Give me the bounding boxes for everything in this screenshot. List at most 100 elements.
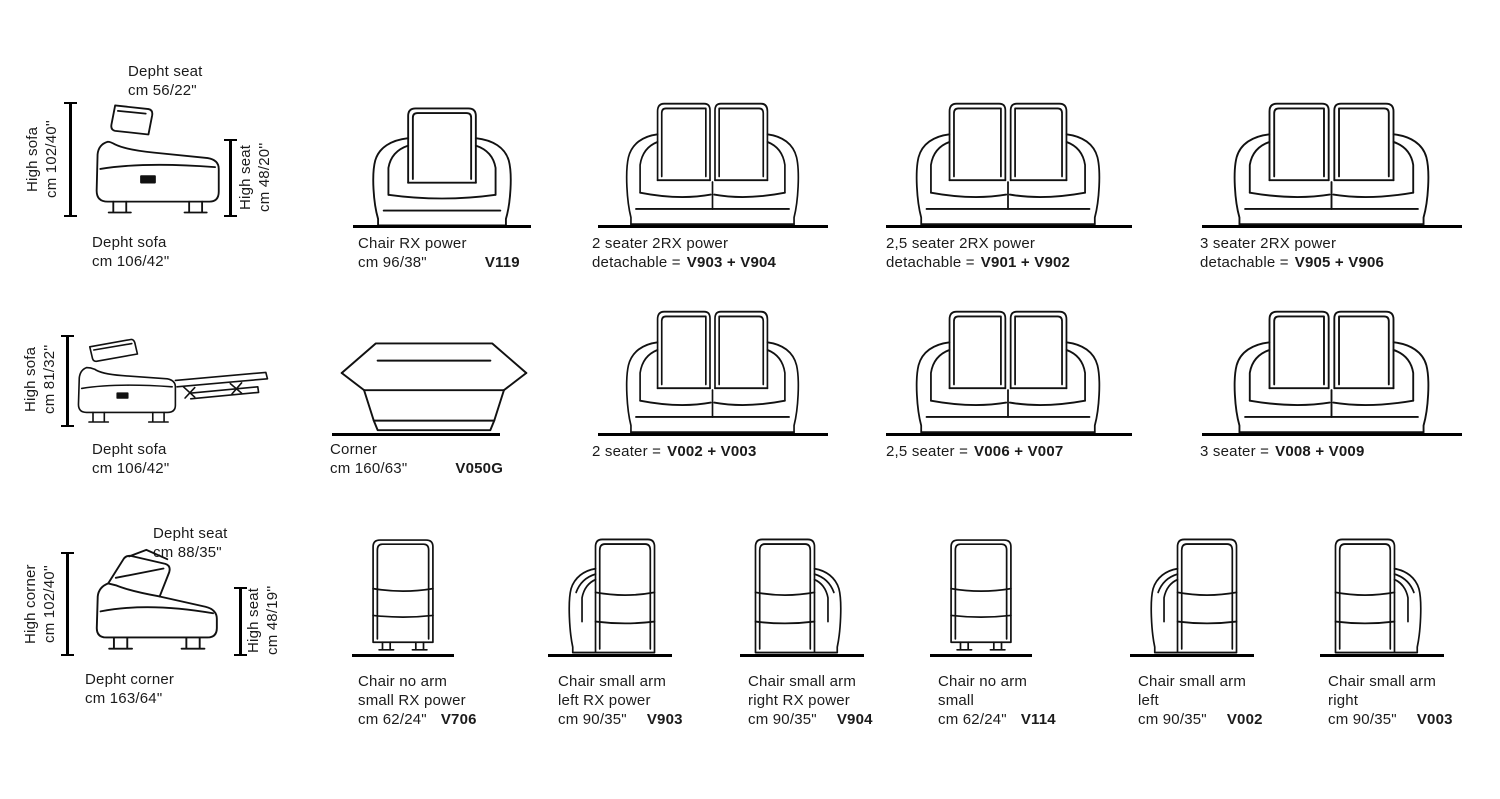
- dim-label-line: Depht seat: [128, 63, 203, 80]
- product-code: V904: [836, 711, 873, 728]
- loveseat-art: [625, 310, 800, 434]
- chair-arm-right-drawing: [1334, 538, 1422, 654]
- product-size-code: cm 90/35" V003: [1328, 710, 1453, 729]
- corner-side-art: [95, 548, 218, 650]
- product-size: cm 96/38": [358, 254, 427, 271]
- dim-label-line: Depht sofa: [92, 441, 167, 458]
- dim-label-line: cm 106/42": [92, 460, 170, 477]
- product-size-code: detachable =V903 + V904: [592, 253, 776, 272]
- product-label-v903-v904: 2 seater 2RX power detachable =V903 + V9…: [592, 234, 776, 272]
- dim-label-depth-sofa: Depht sofa cm 106/42": [92, 233, 169, 271]
- product-code: V006 + V007: [974, 443, 1064, 460]
- dimension-line-high-seat-corner: [234, 587, 247, 656]
- ground-line: [332, 433, 500, 436]
- product-code: V002 + V003: [667, 443, 757, 460]
- corner-art: [340, 342, 528, 432]
- corner-side-drawing: [95, 548, 218, 650]
- product-variant: small RX power: [358, 692, 466, 709]
- product-code: V003: [1416, 711, 1453, 728]
- chair-arm-left-drawing: [1150, 538, 1238, 654]
- product-size-code: cm 90/35"V903: [558, 710, 683, 729]
- chair-noarm-art: [372, 539, 434, 651]
- product-name: Chair small arm: [1138, 673, 1247, 690]
- product-name: 2 seater 2RX power: [592, 235, 729, 252]
- chair-arm-right-rx-drawing: [754, 538, 842, 654]
- ground-line: [930, 654, 1032, 657]
- product-name: Chair RX power: [358, 235, 467, 252]
- ground-line: [1130, 654, 1254, 657]
- dim-label-line: High corner: [22, 564, 39, 644]
- chair-rx-drawing: [372, 107, 512, 227]
- product-variant: small: [938, 692, 975, 709]
- dim-label-line: cm 48/19'': [264, 585, 281, 655]
- dim-label-line: cm 56/22": [128, 82, 197, 99]
- product-size-code: cm 96/38"V119: [358, 253, 520, 272]
- loveseat-art: [1233, 310, 1430, 434]
- loveseat-art: [915, 102, 1101, 226]
- dim-label-high-sofa: High sofa cm 102/40'': [24, 103, 61, 216]
- chair-noarm-small-drawing: [950, 539, 1012, 651]
- ground-line: [1320, 654, 1444, 657]
- ground-line: [1202, 433, 1462, 436]
- product-variant: left RX power: [558, 692, 651, 709]
- dimension-line-high-sofa: [64, 102, 77, 217]
- product-name: Corner: [330, 441, 378, 458]
- 3seater-drawing: [1233, 310, 1430, 434]
- ground-line: [353, 225, 531, 228]
- product-label-v008-v009: 3 seater =V008 + V009: [1200, 442, 1365, 461]
- product-name: 3 seater =: [1200, 443, 1270, 460]
- product-size: cm 62/24": [938, 711, 1007, 728]
- product-name: Chair no arm: [358, 673, 448, 690]
- chair-noarm-rx-drawing: [372, 539, 434, 651]
- dim-label-high-seat-corner: High seat cm 48/19'': [245, 580, 282, 660]
- dim-label-line: cm 163/64": [85, 690, 163, 707]
- product-name: Chair small arm: [1328, 673, 1437, 690]
- ground-line: [1202, 225, 1462, 228]
- product-size: cm 62/24": [358, 711, 427, 728]
- product-variant: right: [1328, 692, 1359, 709]
- product-name: Chair small arm: [748, 673, 857, 690]
- chair-arm-right-art: [1334, 538, 1422, 654]
- product-label-v905-v906: 3 seater 2RX power detachable =V905 + V9…: [1200, 234, 1384, 272]
- sofa-side-drawing: [95, 104, 220, 214]
- product-name: 2,5 seater =: [886, 443, 969, 460]
- dim-label-line: High seat: [237, 144, 254, 210]
- product-size: cm 160/63": [330, 460, 408, 477]
- product-label-v901-v902: 2,5 seater 2RX power detachable =V901 + …: [886, 234, 1070, 272]
- chair-noarm-art: [950, 539, 1012, 651]
- product-code: V903: [646, 711, 683, 728]
- product-size-code: detachable =V905 + V906: [1200, 253, 1384, 272]
- product-size-code: cm 90/35"V002: [1138, 710, 1263, 729]
- product-size-code: detachable = V901 + V902: [886, 253, 1070, 272]
- 2-5seater-2rx-drawing: [915, 102, 1101, 226]
- ground-line: [352, 654, 454, 657]
- product-size: detachable =: [886, 254, 975, 271]
- product-label-v904: Chair small arm right RX power cm 90/35"…: [748, 672, 873, 729]
- dim-label-line: High seat: [245, 587, 262, 653]
- loveseat-art: [625, 102, 800, 226]
- product-label-v706: Chair no arm small RX power cm 62/24"V70…: [358, 672, 477, 729]
- product-size: detachable =: [1200, 254, 1289, 271]
- dim-label-line: cm 106/42": [92, 253, 170, 270]
- dim-label-line: cm 102/40'': [41, 565, 58, 643]
- chair-arm-left-art: [1150, 538, 1238, 654]
- loveseat-art: [915, 310, 1101, 434]
- product-code: V901 + V902: [980, 254, 1071, 271]
- product-name-code: 2 seater = V002 + V003: [592, 442, 757, 461]
- product-name: 2 seater =: [592, 443, 662, 460]
- chair-arm-right-art: [754, 538, 842, 654]
- dimension-line-high-corner: [61, 552, 74, 656]
- dim-label-line: High sofa: [24, 126, 41, 193]
- chair-arm-left-rx-drawing: [568, 538, 656, 654]
- loveseat-art: [1233, 102, 1430, 226]
- product-label-v119: Chair RX power cm 96/38"V119: [358, 234, 520, 272]
- ground-line: [548, 654, 672, 657]
- product-name-code: 2,5 seater = V006 + V007: [886, 442, 1063, 461]
- dim-label-depth-seat-corner: Depht seat cm 88/35": [153, 524, 228, 562]
- dim-label-line: cm 48/20'': [256, 142, 273, 212]
- product-size: cm 90/35": [1328, 711, 1397, 728]
- product-code: V002: [1226, 711, 1263, 728]
- dim-label-line: Depht corner: [85, 671, 175, 688]
- product-code: V903 + V904: [686, 254, 777, 271]
